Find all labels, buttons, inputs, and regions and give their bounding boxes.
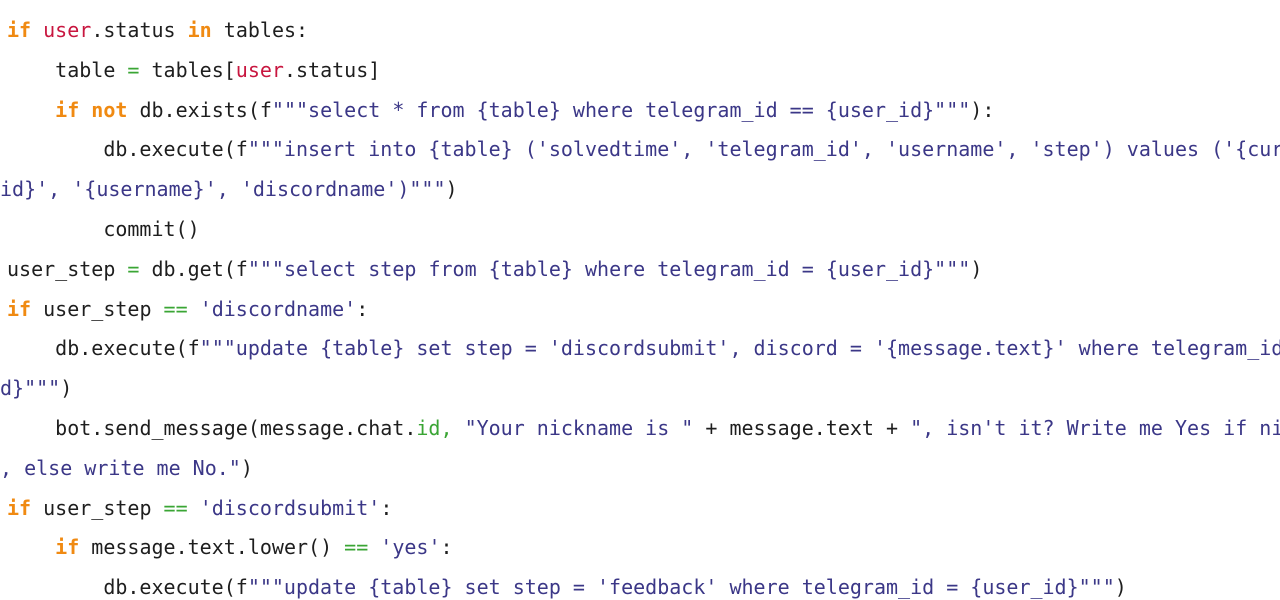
code-token: message.text.lower() — [79, 535, 345, 560]
code-token: .status — [91, 18, 188, 42]
operator-token: id, — [416, 416, 453, 440]
string-token: ", isn't it? Write me Yes if nic — [910, 416, 1280, 440]
code-line: db.execute(f"""insert into {table} ('sol… — [103, 129, 1280, 169]
code-token: ) — [1114, 575, 1127, 600]
string-token: """update {table} set step = 'feedback' … — [247, 575, 1115, 600]
code-line: if message.text.lower() == 'yes': — [55, 527, 452, 567]
string-token: """insert into {table} ('solvedtime', 't… — [247, 137, 1280, 162]
code-token: ) — [60, 376, 73, 401]
code-line: bot.send_message(message.chat.id, "Your … — [55, 408, 1280, 448]
string-token: 'yes' — [380, 535, 441, 560]
string-token: 'discordname' — [199, 296, 357, 321]
code-token: ) — [240, 455, 253, 480]
code-token: ) — [970, 256, 983, 281]
code-line-continuation: d}""") — [0, 368, 72, 408]
string-token: d}""" — [0, 376, 61, 401]
code-token: tables[ — [139, 57, 236, 82]
string-token: """update {table} set step = 'discordsub… — [199, 336, 1280, 361]
code-line: db.execute(f"""update {table} set step =… — [55, 328, 1280, 368]
string-token: """select * from {table} where telegram_… — [271, 97, 971, 122]
operator-token: == — [163, 495, 188, 520]
keyword-token: if — [7, 495, 32, 520]
string-token: id}', '{username}', 'discordname')""" — [0, 177, 446, 202]
code-token: user_step — [31, 495, 164, 520]
code-line: table = tables[user.status] — [55, 50, 380, 90]
code-token: : — [380, 495, 393, 520]
string-token: , else write me No." — [0, 455, 241, 480]
code-token: db.execute(f — [55, 336, 200, 361]
keyword-token: in — [187, 18, 212, 42]
code-line-continuation: , else write me No.") — [0, 448, 253, 488]
string-token: 'discordsubmit' — [199, 495, 381, 520]
code-token: : — [356, 296, 369, 321]
operator-token: = — [127, 256, 140, 281]
code-token: db.execute(f — [103, 137, 248, 162]
code-token: tables: — [211, 18, 309, 42]
code-token: bot.send_message(message.chat. — [55, 416, 417, 440]
code-line: db.execute(f"""update {table} set step =… — [103, 567, 1127, 600]
code-token — [368, 535, 380, 559]
variable-token: user — [235, 57, 284, 82]
code-token: + message.text + — [693, 416, 911, 440]
code-token: : — [440, 535, 453, 560]
code-line-continuation: id}', '{username}', 'discordname')""") — [0, 169, 458, 209]
code-line: if user_step == 'discordsubmit': — [7, 488, 392, 528]
keyword-token: if — [7, 296, 32, 321]
code-token: db.exists(f — [127, 97, 272, 122]
operator-token: = — [127, 57, 140, 82]
code-line: if user_step == 'discordname': — [7, 289, 368, 329]
code-token — [31, 18, 43, 42]
code-token: db.execute(f — [103, 575, 248, 600]
code-line: commit() — [103, 209, 199, 249]
code-line: user_step = db.get(f"""select step from … — [7, 249, 982, 289]
keyword-token: if — [7, 18, 32, 42]
keyword-token: if not — [55, 97, 128, 122]
code-token — [453, 416, 465, 440]
code-token: user_step — [7, 256, 128, 281]
code-token — [188, 297, 200, 321]
code-line: if not db.exists(f"""select * from {tabl… — [55, 90, 994, 130]
code-token — [188, 496, 200, 520]
keyword-token: if — [55, 535, 80, 560]
string-token: "Your nickname is " — [464, 416, 694, 440]
code-token: commit() — [103, 217, 200, 241]
string-token: """select step from {table} where telegr… — [247, 256, 971, 281]
operator-token: == — [344, 535, 369, 560]
code-line: if user.status in tables: — [7, 10, 308, 50]
code-token: .status] — [283, 57, 381, 82]
code-token: user_step — [31, 296, 164, 321]
variable-token: user — [43, 18, 92, 42]
code-token: ) — [445, 177, 458, 202]
operator-token: == — [163, 296, 188, 321]
code-token: ): — [970, 97, 995, 122]
code-token: db.get(f — [139, 256, 248, 281]
code-token: table — [55, 57, 128, 82]
